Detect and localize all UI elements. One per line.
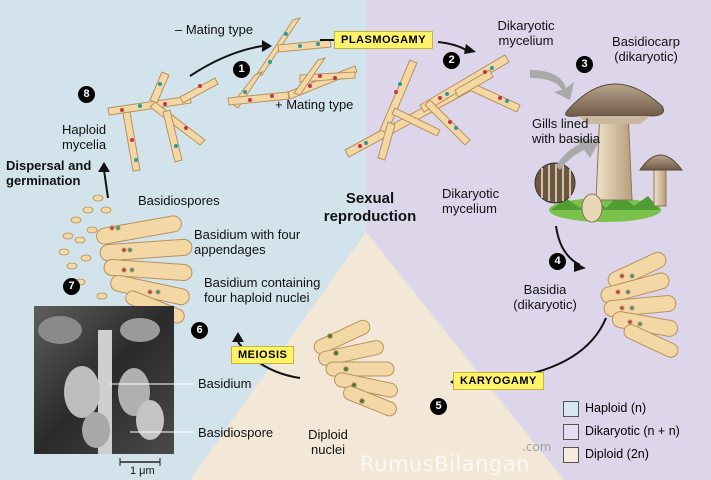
sexual-reproduction-label: Sexual reproduction: [323, 190, 417, 225]
mating-nuclei: [243, 32, 337, 102]
basidia-dikaryotic-label: Basidia (dikaryotic): [513, 282, 577, 312]
scale-bar-label: 1 μm: [130, 465, 155, 477]
meiosis-box: MEIOSIS: [231, 346, 295, 364]
plasmogamy-box: PLASMOGAMY: [334, 31, 434, 49]
diploid-basidia-cluster: [313, 319, 398, 417]
legend-haploid-label: Haploid (n): [585, 401, 647, 415]
step-6-marker: 6: [191, 322, 208, 339]
dikaryotic-nuclei: [358, 66, 509, 148]
step-4-marker: 4: [549, 253, 566, 270]
sem-micrograph: [34, 306, 194, 466]
legend-diploid-label: Diploid (2n): [585, 447, 649, 461]
watermark-text: RumusBilangan: [360, 452, 530, 476]
basidiospores-label: Basidiospores: [138, 193, 220, 208]
diploid-nuclei-label: Diploid nuclei: [308, 427, 348, 457]
haploid-nuclei: [120, 82, 202, 162]
step-7-marker: 7: [63, 278, 80, 295]
mating-hyphae: [227, 17, 358, 109]
legend-dikaryotic-swatch: [563, 424, 579, 440]
basidium-nuclei-label: Basidium containing four haploid nuclei: [204, 275, 321, 305]
step-5-marker: 5: [430, 398, 447, 415]
gills-lined-label: Gills lined with basidia: [532, 116, 600, 146]
dispersal-label: Dispersal and germination: [6, 158, 92, 188]
plus-mating-type-label: + Mating type: [275, 97, 354, 112]
gray-arrows: [530, 70, 600, 170]
haploid-mycelia-hyphae: [107, 71, 219, 172]
basidium-label: Basidium: [198, 376, 252, 391]
minus-mating-type-label: – Mating type: [175, 22, 254, 37]
diploid-region: [190, 232, 564, 480]
basidiocarp-illustration: [534, 83, 683, 223]
step-3-marker: 3: [576, 56, 593, 73]
dikaryotic-mycelium-hyphae: [344, 54, 521, 161]
dikaryotic-mycelium-top-label: Dikaryotic mycelium: [497, 18, 555, 48]
haploid-mycelia-label: Haploid mycelia: [62, 122, 107, 152]
dikaryotic-basidia-cluster: [600, 251, 679, 358]
step-1-marker: 1: [233, 61, 250, 78]
basidium-appendages-label: Basidium with four appendages: [194, 227, 301, 257]
legend-haploid-swatch: [563, 401, 579, 417]
karyogamy-box: KARYOGAMY: [453, 372, 544, 390]
legend-dikaryotic-label: Dikaryotic (n + n): [585, 424, 680, 438]
legend-diploid-swatch: [563, 447, 579, 463]
basidiospore-label: Basidiospore: [198, 425, 274, 440]
watermark-suffix: .com: [522, 440, 552, 454]
step-2-marker: 2: [443, 52, 460, 69]
step-8-marker: 8: [78, 86, 95, 103]
basidiocarp-label: Basidiocarp (dikaryotic): [612, 34, 680, 64]
dikaryotic-mycelium-mid-label: Dikaryotic mycelium: [442, 186, 500, 216]
